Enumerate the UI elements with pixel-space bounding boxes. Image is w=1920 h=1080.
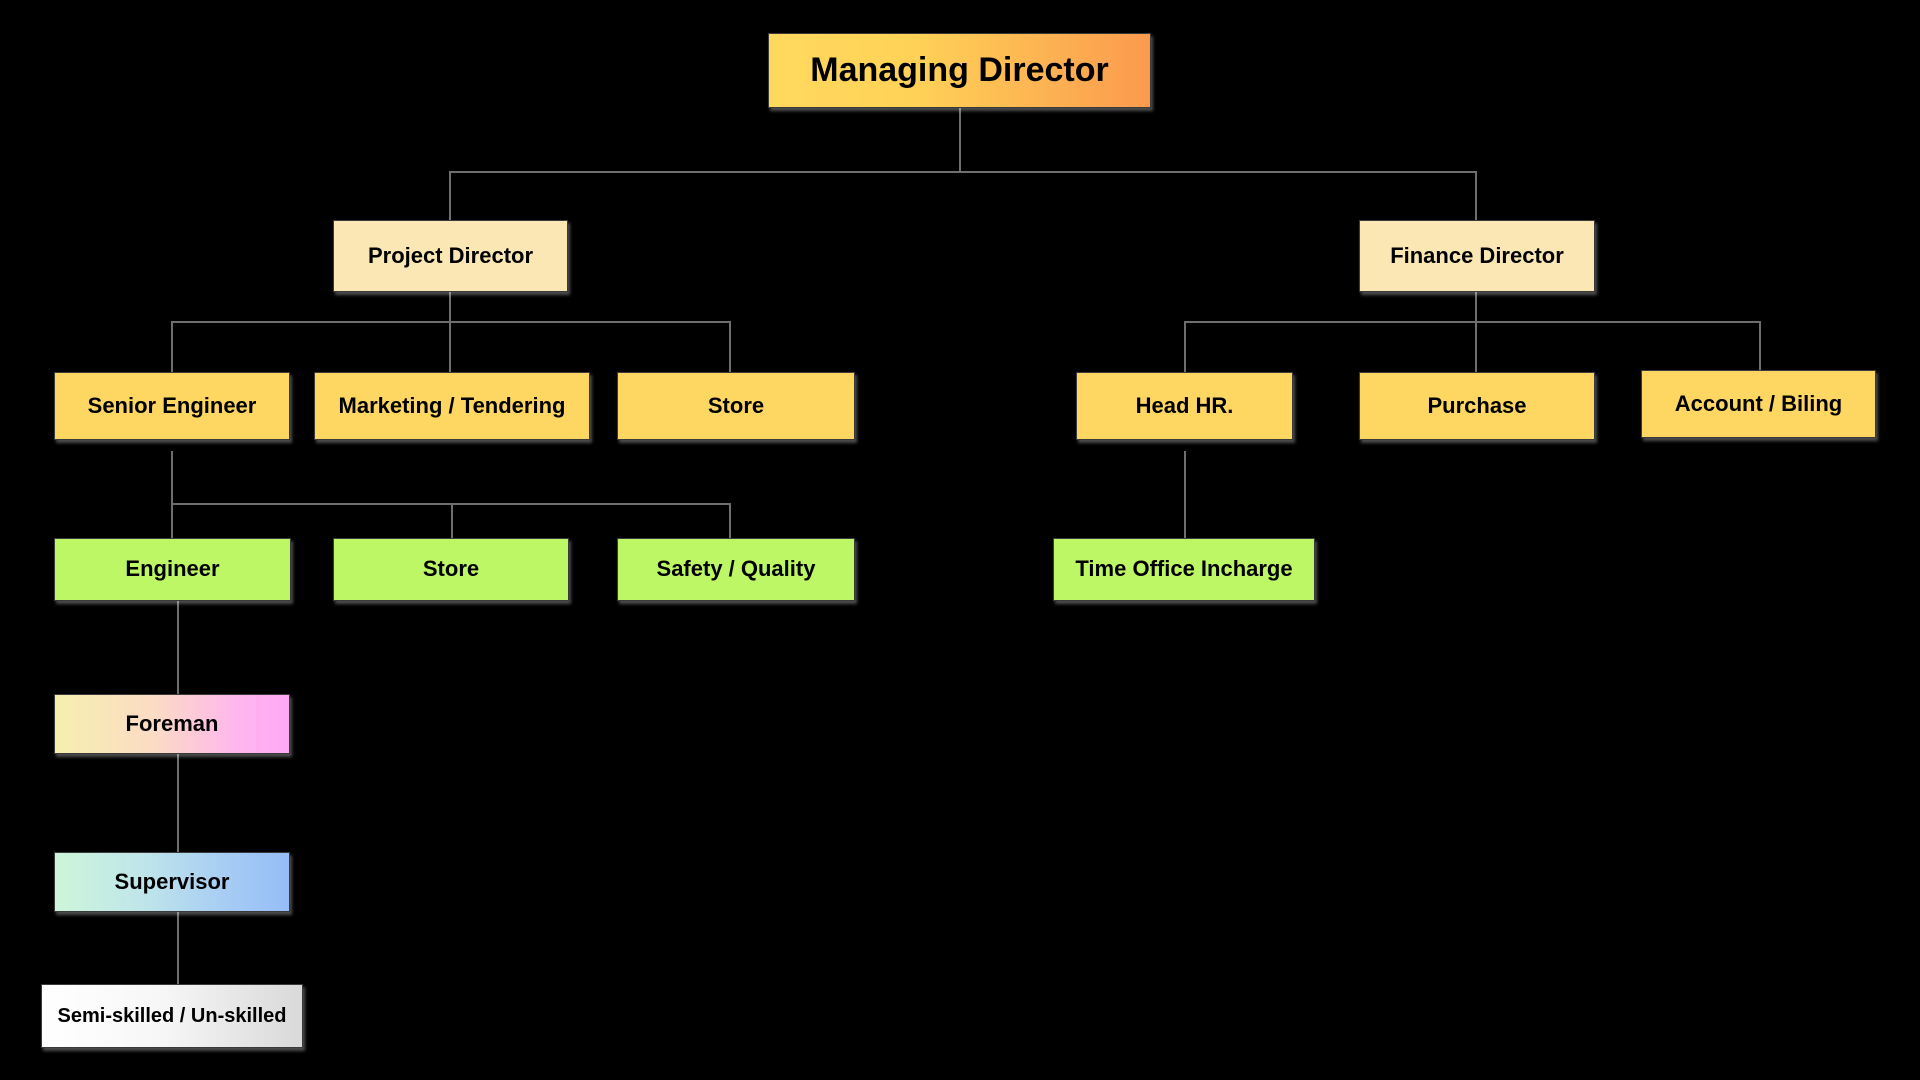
connector-level2-left bbox=[171, 321, 731, 323]
node-time-office-incharge[interactable]: Time Office Incharge bbox=[1053, 538, 1315, 601]
node-label-safety-quality: Safety / Quality bbox=[656, 556, 816, 582]
connector-to-head-hr bbox=[1184, 321, 1186, 372]
connector-to-store-dept bbox=[729, 321, 731, 372]
node-label-purchase: Purchase bbox=[1427, 392, 1527, 418]
node-foreman[interactable]: Foreman bbox=[54, 694, 290, 754]
connector-project-director-down bbox=[449, 292, 451, 322]
node-account-biling[interactable]: Account / Biling bbox=[1641, 370, 1876, 438]
node-head-hr[interactable]: Head HR. bbox=[1076, 372, 1293, 440]
node-label-engineer: Engineer bbox=[125, 556, 220, 582]
node-project-director[interactable]: Project Director bbox=[333, 220, 568, 292]
node-marketing-tendering[interactable]: Marketing / Tendering bbox=[314, 372, 590, 440]
node-supervisor[interactable]: Supervisor bbox=[54, 852, 290, 912]
connector-level2-right bbox=[1184, 321, 1760, 323]
node-label-time-office-incharge: Time Office Incharge bbox=[1075, 556, 1293, 582]
connector-to-senior-engineer bbox=[171, 321, 173, 372]
node-label-supervisor: Supervisor bbox=[114, 868, 230, 894]
node-semi-skilled-unskilled[interactable]: Semi-skilled / Un-skilled bbox=[41, 984, 303, 1048]
connector-to-safety-quality bbox=[729, 503, 731, 538]
connector-head-hr-to-time-office bbox=[1184, 451, 1186, 538]
connector-finance-director-down bbox=[1475, 292, 1477, 322]
connector-to-project-director bbox=[449, 171, 451, 220]
connector-to-account-biling bbox=[1759, 321, 1761, 372]
node-label-head-hr: Head HR. bbox=[1135, 392, 1234, 418]
connector-senior-engineer-down bbox=[171, 451, 173, 504]
connector-to-finance-director bbox=[1475, 171, 1477, 220]
connector-to-engineer bbox=[171, 503, 173, 538]
node-label-managing-director: Managing Director bbox=[810, 50, 1109, 89]
node-label-project-director: Project Director bbox=[367, 242, 534, 268]
node-finance-director[interactable]: Finance Director bbox=[1359, 220, 1595, 292]
node-label-account-biling: Account / Biling bbox=[1674, 390, 1843, 416]
node-store-department[interactable]: Store bbox=[617, 372, 855, 440]
connector-to-purchase bbox=[1475, 321, 1477, 372]
node-safety-quality[interactable]: Safety / Quality bbox=[617, 538, 855, 601]
node-senior-engineer[interactable]: Senior Engineer bbox=[54, 372, 290, 440]
node-label-senior-engineer: Senior Engineer bbox=[87, 392, 257, 418]
connector-foreman-to-supervisor bbox=[177, 754, 179, 852]
node-label-semi-skilled-unskilled: Semi-skilled / Un-skilled bbox=[57, 1005, 287, 1027]
node-label-foreman: Foreman bbox=[125, 710, 219, 736]
node-label-store-department: Store bbox=[707, 392, 765, 418]
node-managing-director[interactable]: Managing Director bbox=[768, 33, 1151, 108]
node-store-staff[interactable]: Store bbox=[333, 538, 569, 601]
connector-supervisor-to-workers bbox=[177, 912, 179, 984]
connector-to-marketing-tendering bbox=[449, 321, 451, 372]
connector-to-store-staff bbox=[451, 503, 453, 538]
node-label-marketing-tendering: Marketing / Tendering bbox=[338, 392, 566, 418]
node-label-finance-director: Finance Director bbox=[1390, 242, 1564, 268]
connector-trunk-level1 bbox=[449, 171, 1477, 173]
connector-md-down bbox=[959, 108, 961, 172]
connector-engineer-to-foreman bbox=[177, 601, 179, 694]
node-purchase[interactable]: Purchase bbox=[1359, 372, 1595, 440]
node-label-store-staff: Store bbox=[422, 556, 480, 582]
node-engineer[interactable]: Engineer bbox=[54, 538, 291, 601]
